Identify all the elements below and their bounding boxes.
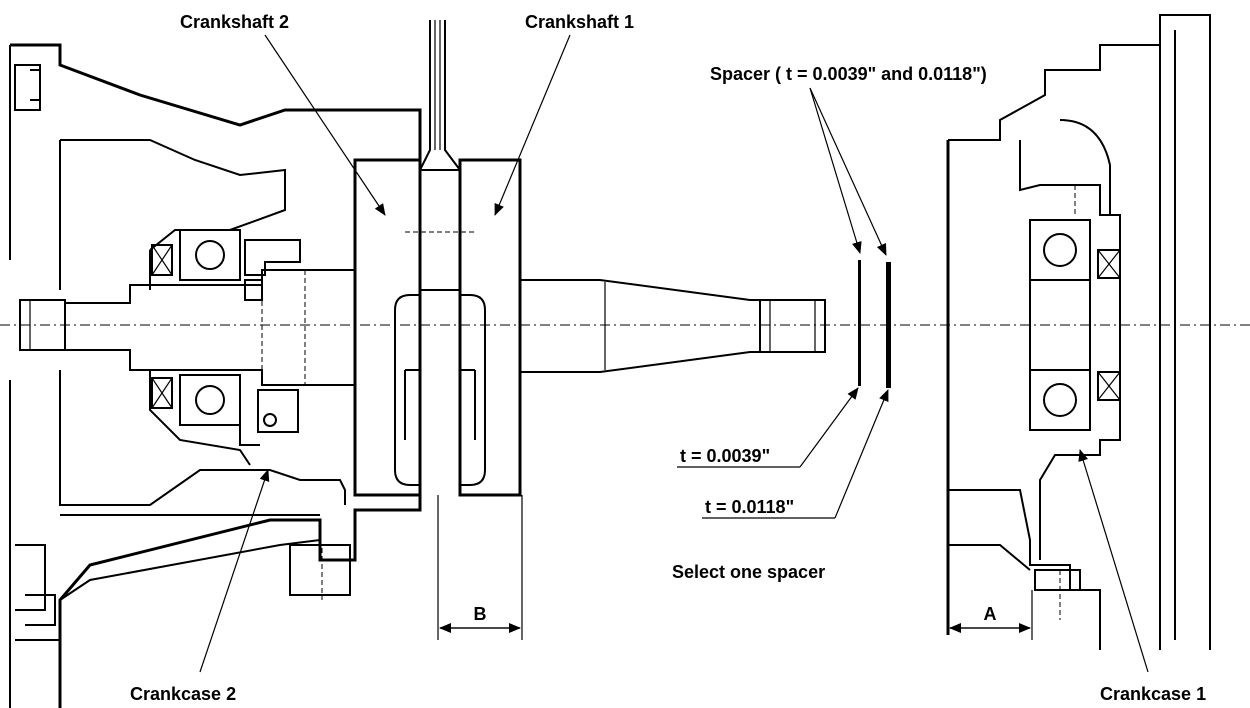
crankcase-1-housing: [946, 14, 1211, 650]
thick-spacer-label: t = 0.0118": [705, 497, 794, 517]
dimension-b-label: B: [474, 604, 487, 624]
crankcase-2-leader: [199, 469, 270, 673]
spacer-leader-1: [809, 87, 862, 254]
crankcase-1-leader: [1078, 449, 1149, 673]
crankshaft-2-label: Crankshaft 2: [180, 12, 289, 32]
crankcase-1-label: Crankcase 1: [1100, 684, 1206, 704]
spacer-label: Spacer ( t = 0.0039" and 0.0118"): [710, 64, 987, 84]
dimension-a: A: [949, 590, 1033, 640]
thin-spacer-leader: [799, 387, 859, 468]
crankshaft-1-leader: [494, 34, 571, 216]
crankcase-2-label: Crankcase 2: [130, 684, 236, 704]
spacer-leader-2: [809, 87, 887, 256]
left-bearing: [151, 229, 301, 446]
dimension-b: B: [437, 495, 523, 640]
crankshaft-2-leader: [264, 34, 386, 216]
spacer-thick: [886, 262, 891, 388]
crankshaft-body: [19, 20, 826, 497]
spacers: [858, 260, 891, 388]
crankshaft-1-label: Crankshaft 1: [525, 12, 634, 32]
spacer-thin: [858, 260, 861, 386]
crankcase-2-housing: [9, 43, 422, 708]
dimension-a-label: A: [984, 604, 997, 624]
thick-spacer-leader: [834, 389, 889, 519]
thin-spacer-label: t = 0.0039": [680, 446, 770, 466]
select-spacer-note: Select one spacer: [672, 562, 825, 582]
